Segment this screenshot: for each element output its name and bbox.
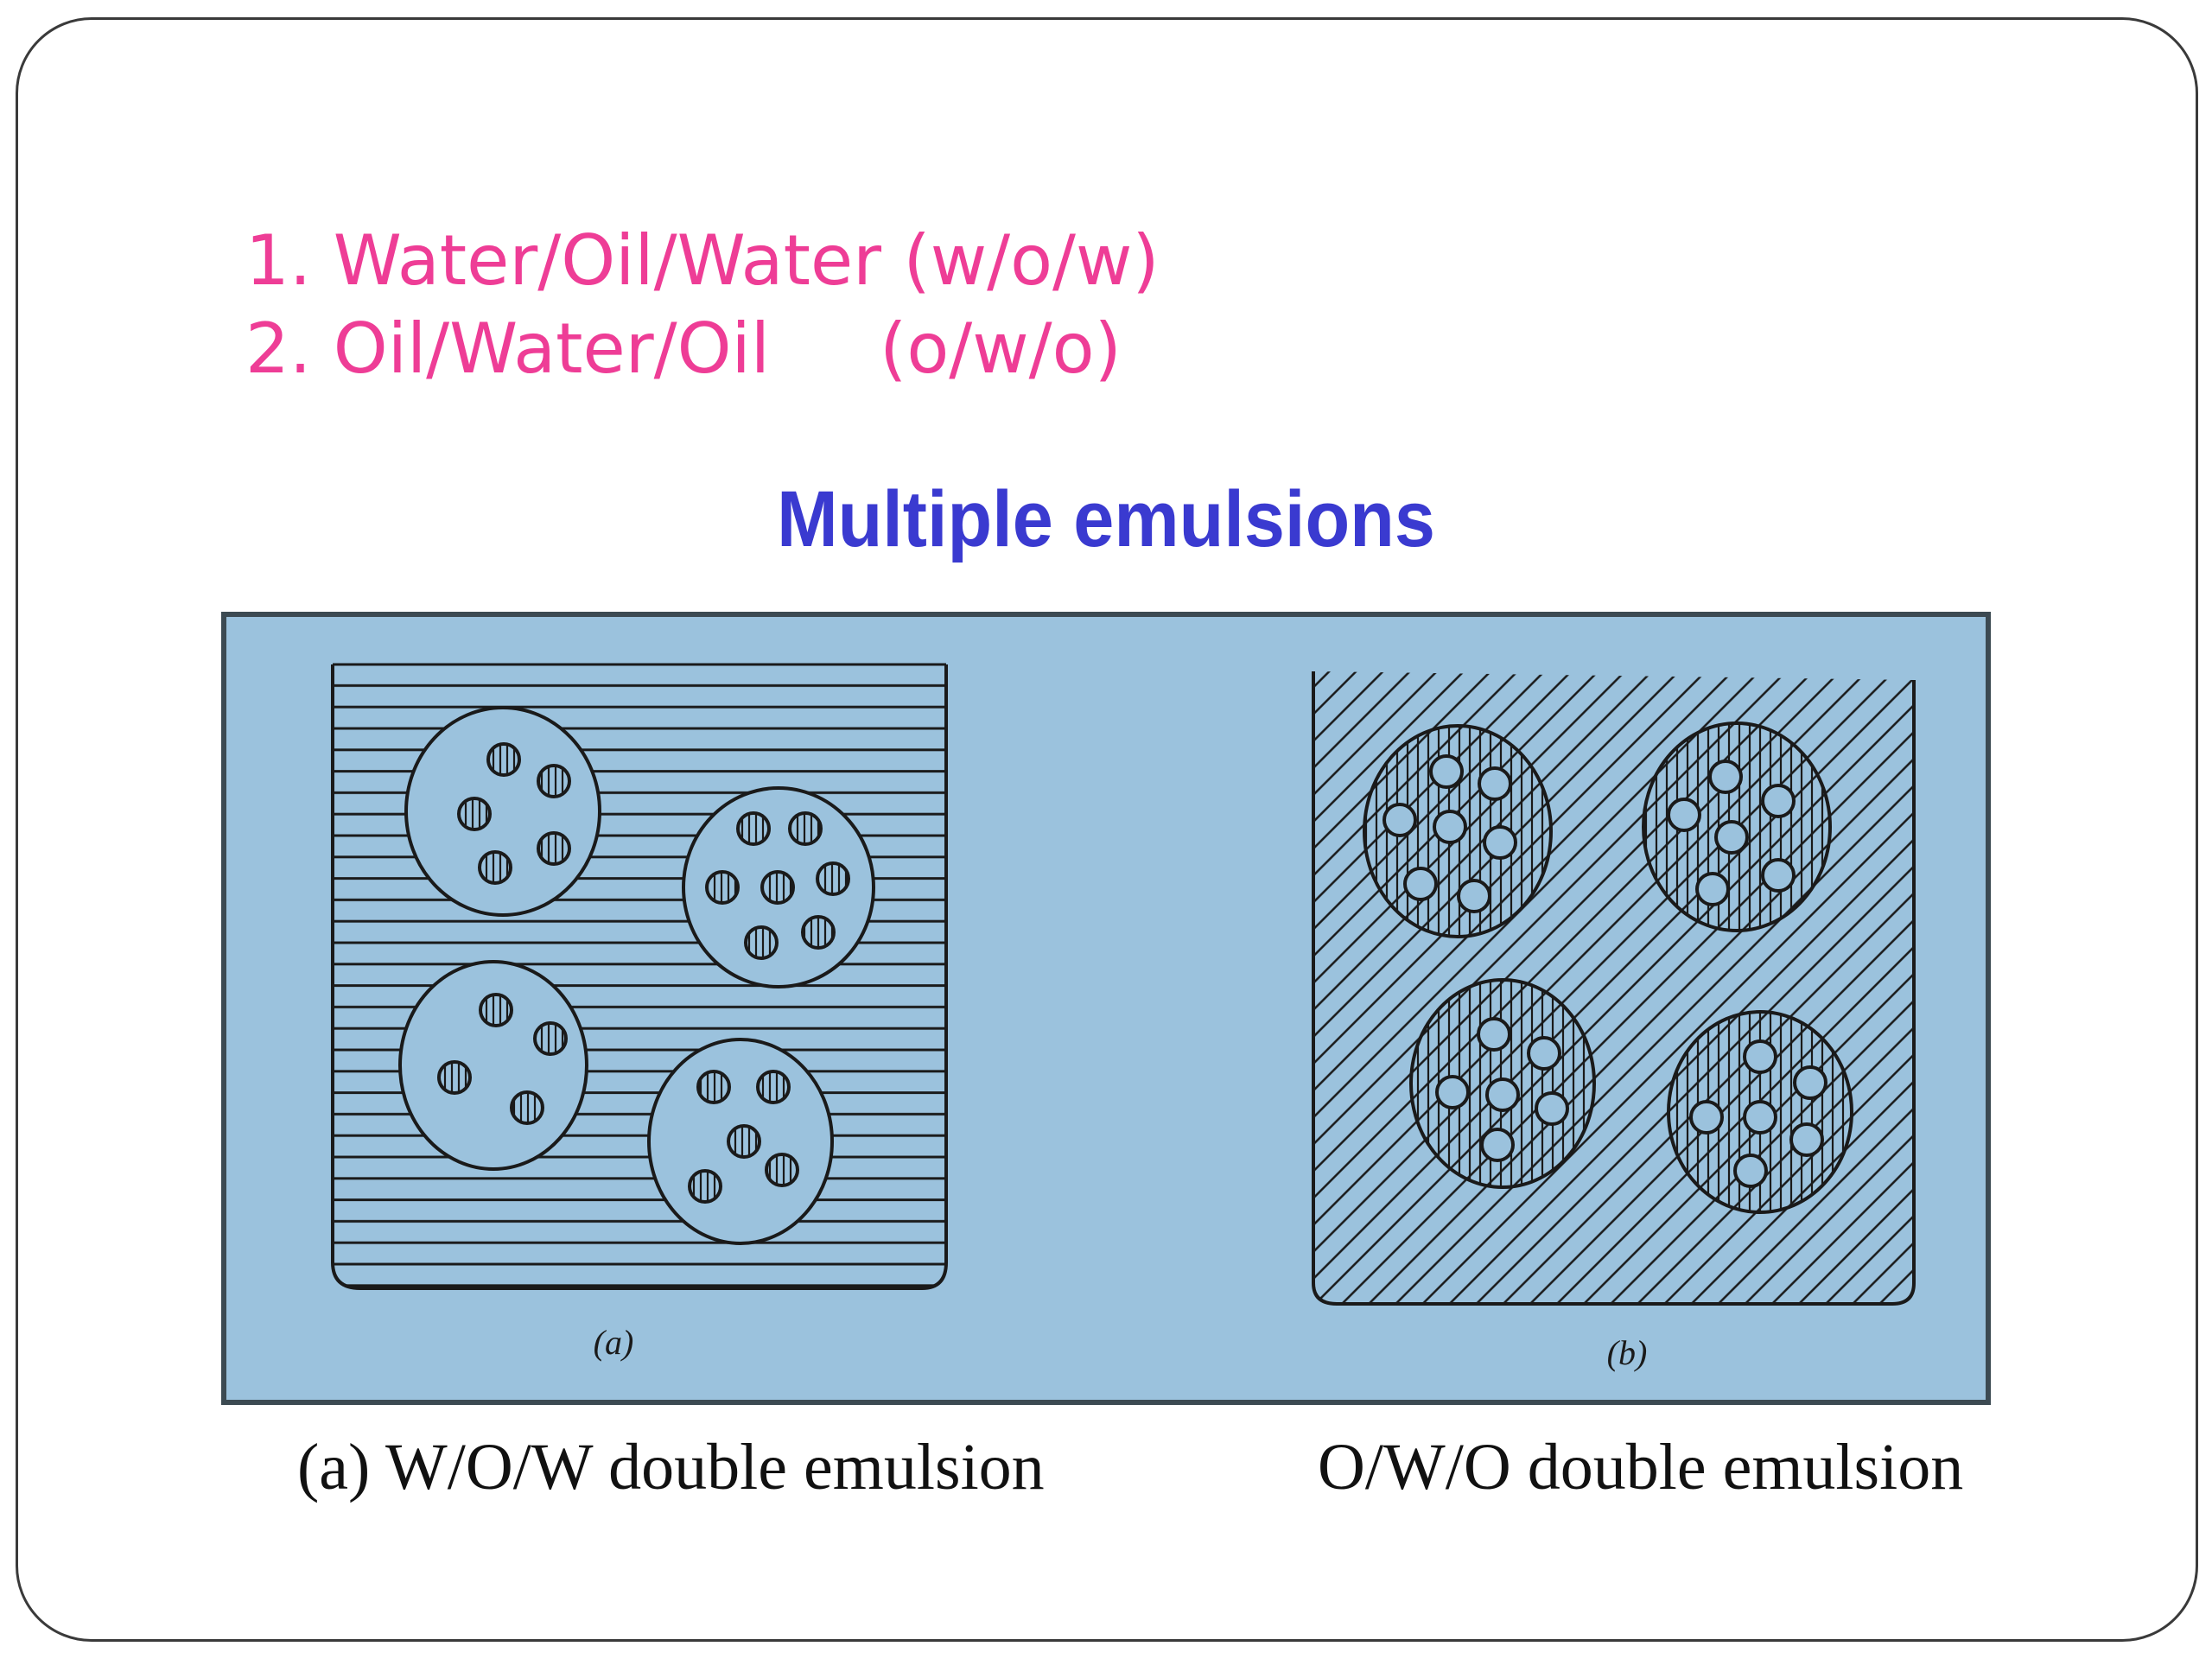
panel-b-label: (b) (1607, 1333, 1648, 1372)
panel-a-wow-diagram: (a) (331, 663, 948, 1362)
oil-globule (404, 706, 601, 917)
oil-globule (398, 960, 588, 1171)
list-item-wow: 1. Water/Oil/Water (w/o/w) (245, 220, 1160, 301)
oil-globule (647, 1038, 834, 1245)
oil-globule (682, 786, 875, 988)
panel-a-label: (a) (594, 1323, 634, 1362)
emulsion-figure: (a) (221, 612, 1991, 1405)
water-globule (1667, 1010, 1853, 1214)
water-globule (1642, 721, 1832, 932)
panel-b-owo-diagram: (b) (1312, 671, 1916, 1372)
list-item-owo: 2. Oil/Water/Oil (o/w/o) (245, 308, 1122, 389)
water-globule (1409, 978, 1596, 1189)
caption-owo: O/W/O double emulsion (1318, 1431, 1964, 1503)
caption-wow: (a) W/O/W double emulsion (297, 1431, 1045, 1503)
slide-heading: Multiple emulsions (777, 475, 1435, 563)
water-globule (1363, 724, 1553, 938)
